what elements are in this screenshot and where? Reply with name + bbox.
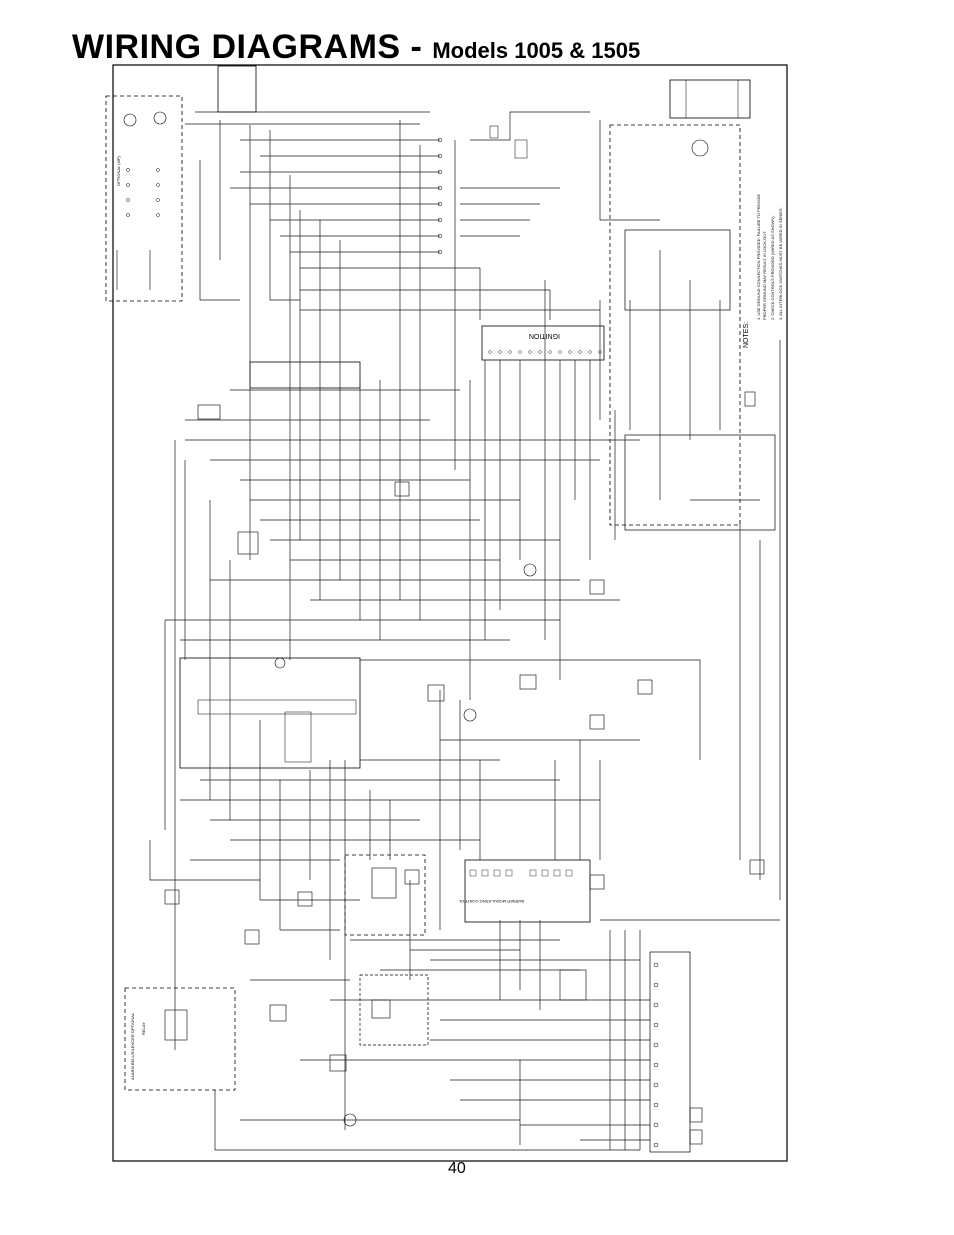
note-2: 2. CHECK CONTROLS PROVIDED (WIRED AS SHO… bbox=[770, 215, 775, 320]
component-right-box bbox=[624, 229, 731, 311]
title-models: Models 1005 & 1505 bbox=[432, 38, 641, 63]
page-title: WIRING DIAGRAMS - Models 1005 & 1505 bbox=[72, 28, 640, 67]
diagram-outer-frame bbox=[112, 64, 788, 1162]
panel-mid-lower bbox=[344, 854, 426, 936]
title-separator: - bbox=[400, 28, 433, 66]
page-number: 40 bbox=[448, 1160, 466, 1177]
label-box-top bbox=[217, 65, 257, 113]
panel-top-left-label: OPTIONAL (MP) bbox=[116, 155, 121, 186]
note-3: 3. ALL INTERLOCK SWITCHES MUST BE WIRED … bbox=[778, 207, 783, 320]
terminal-block-mid bbox=[249, 361, 361, 389]
component-right-lower bbox=[624, 434, 776, 531]
relay-label: RELAY bbox=[141, 1022, 146, 1035]
title-main: WIRING DIAGRAMS bbox=[72, 28, 401, 66]
panel-right bbox=[609, 124, 741, 526]
legend-box bbox=[669, 79, 751, 119]
alarm-label: ALARM BELL/SILENCER OPTIONAL bbox=[130, 1012, 135, 1080]
panel-top-left bbox=[105, 95, 183, 302]
note-1: 1. USE GROUND CONNECTION PROVIDED. FAILU… bbox=[756, 194, 761, 320]
terminal-column-bottom bbox=[649, 951, 691, 1153]
ignition-label: IGNITION bbox=[529, 332, 560, 339]
ignition-box bbox=[481, 325, 605, 361]
notes-header: NOTES: bbox=[743, 322, 750, 348]
control-strip-label: BURNER MODULATING CONTROL bbox=[458, 899, 524, 904]
panel-lower-mid bbox=[359, 974, 429, 1046]
control-strip bbox=[464, 859, 591, 923]
control-board-left bbox=[179, 657, 361, 769]
alarm-panel bbox=[124, 987, 236, 1091]
note-1b: PROPER GROUND MAY RESULT IN LOCK-OUT. bbox=[762, 231, 767, 320]
